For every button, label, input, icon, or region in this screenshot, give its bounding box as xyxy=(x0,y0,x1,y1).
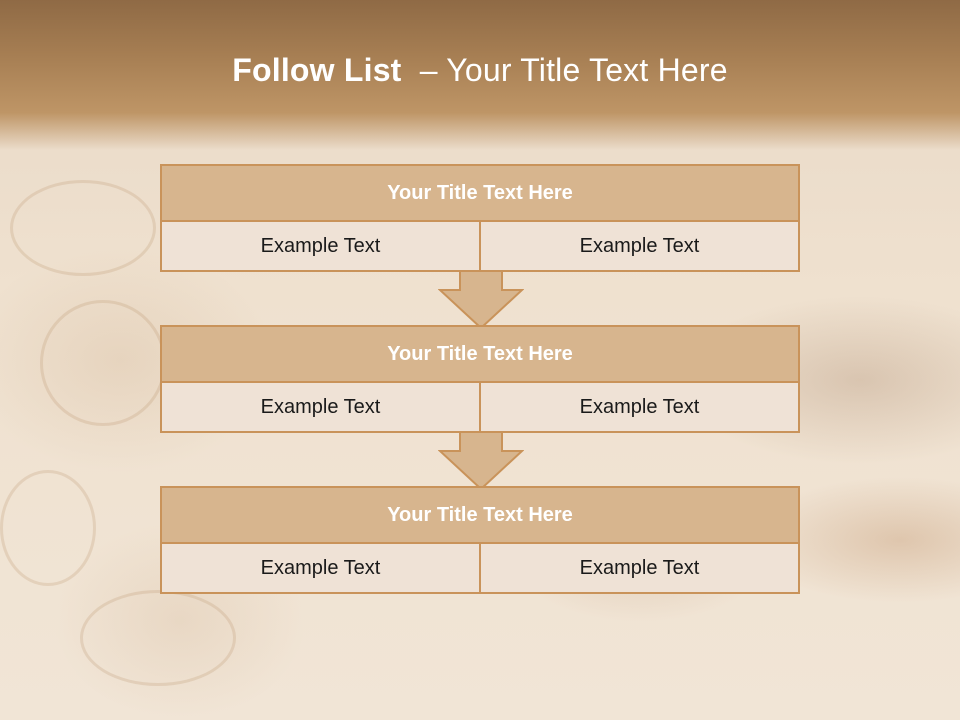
down-arrow-icon xyxy=(438,270,524,330)
block-cell-left: Example Text xyxy=(162,383,479,431)
carving-decoration xyxy=(10,180,156,276)
down-arrow-icon xyxy=(438,431,524,491)
list-block-1: Your Title Text Here Example Text Exampl… xyxy=(160,164,800,272)
block-cell-left: Example Text xyxy=(162,544,479,592)
title-bar xyxy=(0,0,960,150)
block-cell-right: Example Text xyxy=(479,222,798,270)
list-block-2: Your Title Text Here Example Text Exampl… xyxy=(160,325,800,433)
block-title: Your Title Text Here xyxy=(162,488,798,544)
carving-decoration xyxy=(0,470,96,586)
block-title: Your Title Text Here xyxy=(162,166,798,222)
block-cell-right: Example Text xyxy=(479,383,798,431)
block-cell-right: Example Text xyxy=(479,544,798,592)
block-cell-left: Example Text xyxy=(162,222,479,270)
carving-decoration xyxy=(80,590,236,686)
slide-title: Follow List – Your Title Text Here xyxy=(0,52,960,89)
block-title: Your Title Text Here xyxy=(162,327,798,383)
slide-title-bold: Follow List xyxy=(232,52,402,88)
list-block-3: Your Title Text Here Example Text Exampl… xyxy=(160,486,800,594)
slide-title-rest: – Your Title Text Here xyxy=(419,52,728,88)
carving-decoration xyxy=(40,300,166,426)
